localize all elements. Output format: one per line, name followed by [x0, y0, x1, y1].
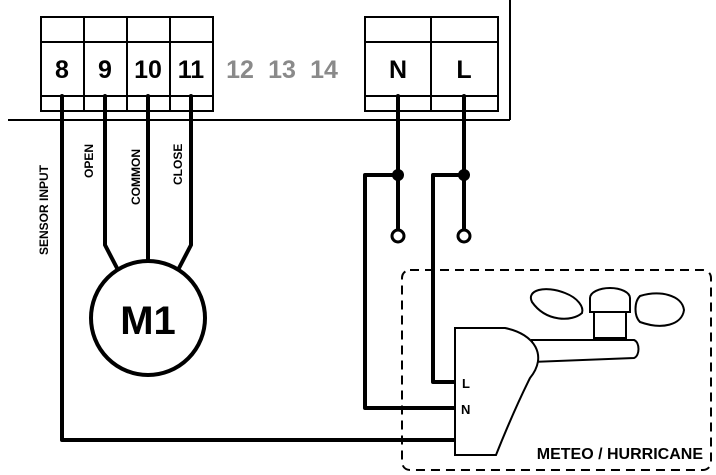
wire-label-close: CLOSE	[171, 144, 185, 185]
wire-label-sensor-input: SENSOR INPUT	[37, 164, 51, 255]
terminal-8-label: 8	[55, 56, 69, 84]
terminal-9-label: 9	[98, 56, 112, 84]
terminal-11-label: 11	[178, 56, 205, 84]
terminal-12-label: 12	[226, 56, 254, 84]
sensor-terminal-l: L	[462, 376, 470, 391]
wire-close	[176, 94, 193, 272]
terminal-n-label: N	[389, 56, 407, 84]
open-terminal-l	[456, 228, 472, 244]
wires	[60, 94, 466, 442]
wire-sensor-input	[60, 94, 457, 442]
device-label: METEO / HURRICANE	[537, 446, 704, 463]
terminal-10-label: 10	[134, 56, 162, 84]
wire-n-sensor	[363, 173, 457, 410]
motor-label: M1	[120, 299, 176, 343]
sensor-boundary	[401, 269, 712, 471]
open-terminal-n	[390, 228, 406, 244]
terminal-l-label: L	[456, 56, 471, 84]
wire-label-common: COMMON	[129, 149, 143, 205]
terminal-14-label: 14	[310, 56, 338, 84]
wire-open	[103, 94, 120, 272]
anemometer-icon	[454, 287, 686, 456]
terminal-13-label: 13	[268, 56, 296, 84]
wire-l-sensor	[431, 173, 466, 384]
junction-dot-n	[392, 169, 404, 181]
terminal-block-power	[364, 16, 499, 112]
junction-dot-l	[458, 169, 470, 181]
wire-label-open: OPEN	[82, 144, 96, 178]
motor-m1	[89, 259, 207, 377]
terminal-block-outputs	[40, 16, 214, 112]
control-board-outline	[8, 0, 511, 121]
sensor-terminal-n: N	[461, 402, 470, 417]
